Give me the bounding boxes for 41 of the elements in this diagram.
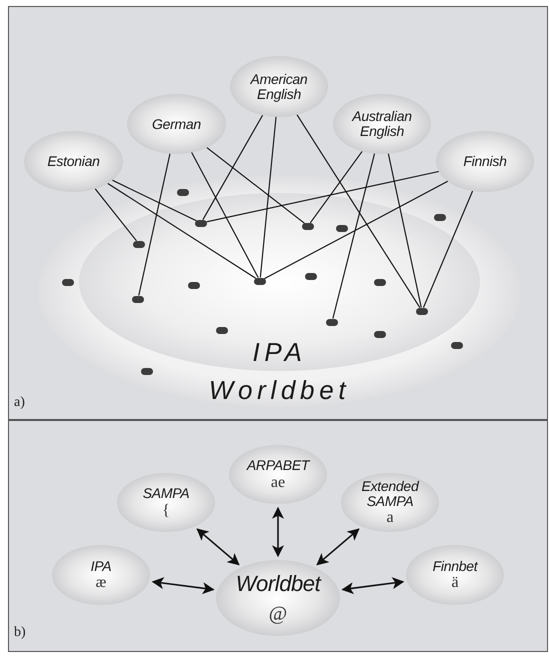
double-arrow bbox=[196, 528, 240, 566]
connector-line bbox=[264, 180, 448, 280]
connector-line bbox=[202, 114, 264, 220]
symbol-text: { bbox=[162, 502, 170, 519]
connector-line bbox=[388, 154, 422, 308]
ellipse-label: Estonian bbox=[47, 154, 100, 169]
panel-label: a) bbox=[14, 396, 25, 410]
symbol-text: ä bbox=[451, 575, 459, 592]
connector-line bbox=[422, 190, 474, 308]
connector-line bbox=[332, 154, 376, 319]
symbol-text: a bbox=[386, 510, 394, 526]
connector-line bbox=[112, 180, 197, 222]
connector-line bbox=[206, 147, 305, 224]
ellipse-label: Extended SAMPA bbox=[360, 478, 420, 508]
connector-line bbox=[206, 170, 439, 222]
panel-label: b) bbox=[14, 626, 26, 640]
connector-line bbox=[191, 152, 259, 278]
ellipse-label: ARPABET bbox=[246, 458, 310, 473]
ellipse-label: Worldbet bbox=[236, 572, 320, 596]
symbol-text: ae bbox=[270, 474, 286, 491]
ellipse-label: Finnish bbox=[463, 154, 507, 169]
ellipse-label: Australian English bbox=[350, 109, 413, 139]
ellipse-label: German bbox=[152, 116, 201, 132]
symbol-text: @ bbox=[268, 604, 288, 624]
connector-line bbox=[108, 183, 256, 279]
connector-line bbox=[296, 114, 420, 308]
ellipse-label: SAMPA bbox=[142, 486, 190, 501]
symbol-text: æ bbox=[96, 575, 106, 592]
connector-line bbox=[310, 151, 363, 224]
connector-line bbox=[94, 188, 137, 242]
ellipse-label: IPA bbox=[90, 558, 112, 574]
connector-line bbox=[138, 154, 170, 296]
double-arrow bbox=[341, 577, 404, 594]
connector-line bbox=[260, 116, 277, 278]
ellipse-label: Finnbet bbox=[432, 558, 478, 574]
double-arrow bbox=[152, 577, 215, 594]
double-arrow bbox=[316, 528, 360, 566]
set-label: IPA bbox=[252, 339, 307, 365]
ellipse-label: American English bbox=[249, 72, 308, 102]
set-label: Worldbet bbox=[208, 377, 350, 403]
double-arrow bbox=[272, 506, 284, 558]
